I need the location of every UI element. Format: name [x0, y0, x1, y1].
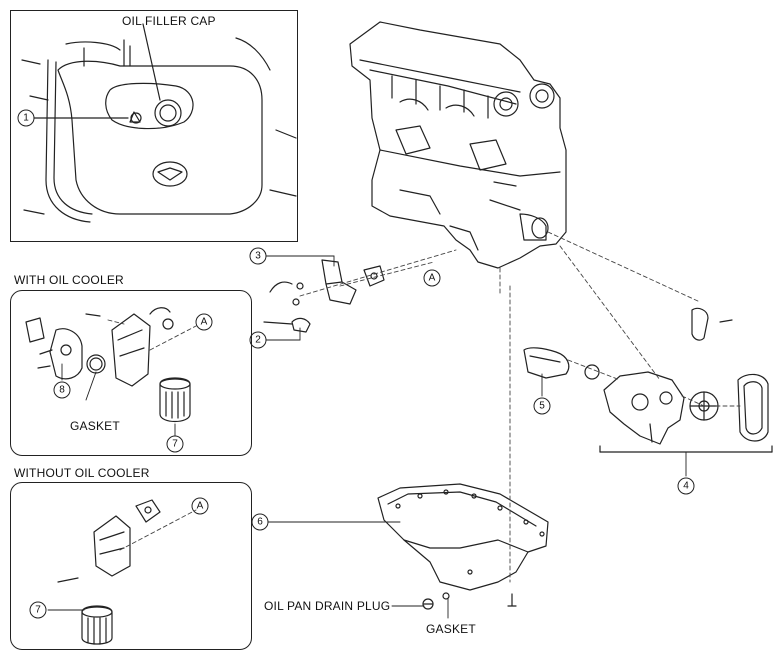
oil-control-valve: [263, 259, 385, 333]
leader-lines: [47, 255, 687, 619]
callout-4: 4: [683, 481, 689, 492]
callout-7-without-cooler: 7: [35, 605, 41, 616]
with-oil-cooler-inset: [10, 290, 252, 456]
callout-1: 1: [23, 113, 29, 124]
oil-filler-cap-label: OIL FILLER CAP: [122, 14, 216, 28]
callout-5: 5: [539, 401, 545, 412]
oil-pan-drain-plug-label: OIL PAN DRAIN PLUG: [264, 599, 391, 613]
engine-block: [349, 21, 567, 269]
callout-a-with-cooler: A: [201, 317, 208, 328]
callout-8: 8: [59, 385, 65, 396]
chain-guide: [523, 307, 733, 380]
oil-pump-assembly: [599, 371, 773, 453]
callout-a-without-cooler: A: [197, 501, 204, 512]
callout-6: 6: [257, 517, 263, 528]
with-oil-cooler-label: WITH OIL COOLER: [14, 273, 124, 287]
gasket-bottom-label: GASKET: [426, 622, 476, 636]
without-oil-cooler-inset: [10, 482, 252, 650]
without-oil-cooler-label: WITHOUT OIL COOLER: [14, 466, 150, 480]
oil-filler-cap-inset: [10, 10, 298, 242]
dashed-guides: [107, 231, 741, 583]
callout-circles: [17, 109, 695, 619]
callout-2: 2: [255, 335, 261, 346]
callout-7-with-cooler: 7: [172, 439, 178, 450]
gasket-label: GASKET: [70, 419, 120, 433]
callout-3: 3: [255, 251, 261, 262]
engine-cover: [21, 23, 297, 223]
callout-a-engine: A: [429, 273, 436, 284]
oil-filter-adapter: [57, 499, 161, 645]
oil-cooler-assembly: [25, 307, 191, 423]
oil-pan: [377, 483, 549, 610]
